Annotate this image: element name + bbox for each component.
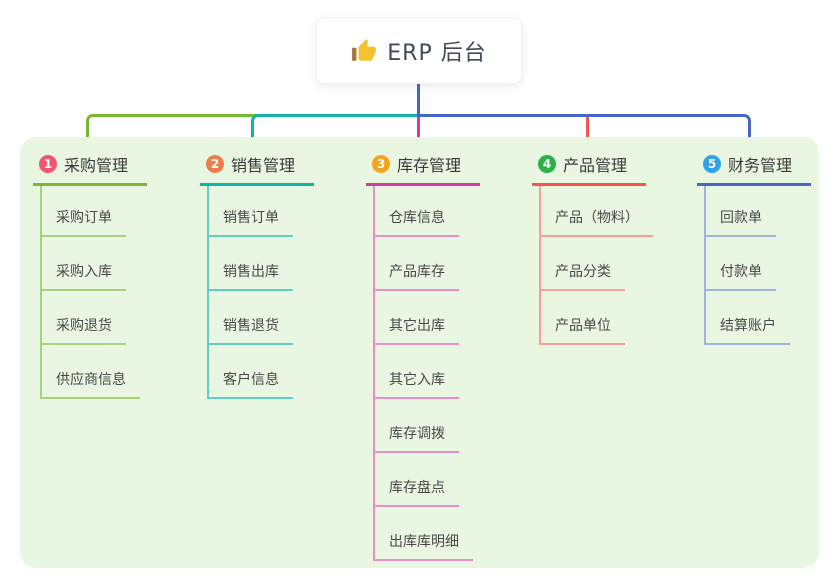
- child-node[interactable]: 销售出库: [207, 237, 293, 291]
- children-list: 采购订单 采购入库 采购退货 供应商信息: [40, 186, 140, 399]
- child-node[interactable]: 产品分类: [539, 237, 625, 291]
- branch-title[interactable]: 2 销售管理: [200, 146, 314, 186]
- child-node[interactable]: 仓库信息: [373, 186, 459, 237]
- branch-label: 财务管理: [728, 156, 793, 175]
- child-label: 回款单: [720, 210, 762, 226]
- child-label: 其它入库: [389, 372, 445, 388]
- child-label: 出库库明细: [389, 534, 459, 550]
- branch-title[interactable]: 1 采购管理: [33, 146, 147, 186]
- child-label: 产品（物料）: [555, 210, 639, 226]
- child-node[interactable]: 销售订单: [207, 186, 293, 237]
- child-label: 产品单位: [555, 318, 611, 334]
- child-label: 其它出库: [389, 318, 445, 334]
- connector-branch-3: [417, 114, 420, 150]
- child-node[interactable]: 结算账户: [704, 291, 790, 345]
- branch-2: 2 销售管理 销售订单 销售出库 销售退货 客户信息: [200, 146, 314, 399]
- branch-number-badge: 5: [703, 155, 721, 173]
- branch-number-badge: 2: [206, 155, 224, 173]
- branch-1: 1 采购管理 采购订单 采购入库 采购退货 供应商信息: [33, 146, 147, 399]
- child-label: 采购订单: [56, 210, 112, 226]
- mindmap-container: 1 采购管理 采购订单 采购入库 采购退货 供应商信息 2 销售管理 销售订单 …: [20, 137, 819, 568]
- child-node[interactable]: 产品（物料）: [539, 186, 653, 237]
- child-node[interactable]: 采购退货: [40, 291, 126, 345]
- children-list: 产品（物料） 产品分类 产品单位: [539, 186, 653, 345]
- child-label: 采购入库: [56, 264, 112, 280]
- branch-3: 3 库存管理 仓库信息 产品库存 其它出库 其它入库 库存调拨 库存盘点 出库库…: [366, 146, 480, 561]
- branch-label: 库存管理: [397, 156, 462, 175]
- child-label: 供应商信息: [56, 372, 126, 388]
- child-label: 销售退货: [223, 318, 279, 334]
- child-node[interactable]: 产品单位: [539, 291, 625, 345]
- root-node[interactable]: ERP 后台: [316, 17, 522, 84]
- children-list: 仓库信息 产品库存 其它出库 其它入库 库存调拨 库存盘点 出库库明细: [373, 186, 473, 561]
- child-label: 库存盘点: [389, 480, 445, 496]
- child-label: 结算账户: [720, 318, 776, 334]
- branch-number-badge: 1: [39, 155, 57, 173]
- root-connector-stem: [417, 84, 420, 116]
- branch-number-badge: 3: [372, 155, 390, 173]
- children-list: 回款单 付款单 结算账户: [704, 186, 790, 345]
- child-node[interactable]: 库存调拨: [373, 399, 459, 453]
- thumbs-up-icon: [352, 38, 377, 61]
- children-list: 销售订单 销售出库 销售退货 客户信息: [207, 186, 293, 399]
- child-label: 销售订单: [223, 210, 279, 226]
- child-label: 仓库信息: [389, 210, 445, 226]
- branch-label: 产品管理: [563, 156, 628, 175]
- child-label: 产品库存: [389, 264, 445, 280]
- branch-4: 4 产品管理 产品（物料） 产品分类 产品单位: [532, 146, 653, 345]
- branch-title[interactable]: 3 库存管理: [366, 146, 480, 186]
- connector-branch-5: [417, 114, 751, 150]
- child-node[interactable]: 其它入库: [373, 345, 459, 399]
- child-node[interactable]: 采购订单: [40, 186, 126, 237]
- child-node[interactable]: 出库库明细: [373, 507, 473, 561]
- child-label: 库存调拨: [389, 426, 445, 442]
- child-label: 客户信息: [223, 372, 279, 388]
- child-node[interactable]: 付款单: [704, 237, 776, 291]
- branch-title[interactable]: 4 产品管理: [532, 146, 646, 186]
- root-label: ERP 后台: [387, 40, 487, 66]
- branch-label: 销售管理: [231, 156, 296, 175]
- child-node[interactable]: 回款单: [704, 186, 776, 237]
- child-label: 付款单: [720, 264, 762, 280]
- connector-branch-2: [251, 114, 419, 148]
- connector-branch-4: [586, 114, 589, 150]
- branch-title[interactable]: 5 财务管理: [697, 146, 811, 186]
- child-node[interactable]: 库存盘点: [373, 453, 459, 507]
- child-node[interactable]: 产品库存: [373, 237, 459, 291]
- child-node[interactable]: 客户信息: [207, 345, 293, 399]
- branch-5: 5 财务管理 回款单 付款单 结算账户: [697, 146, 811, 345]
- child-node[interactable]: 供应商信息: [40, 345, 140, 399]
- child-node[interactable]: 采购入库: [40, 237, 126, 291]
- child-node[interactable]: 其它出库: [373, 291, 459, 345]
- child-label: 采购退货: [56, 318, 112, 334]
- branch-label: 采购管理: [64, 156, 129, 175]
- child-label: 销售出库: [223, 264, 279, 280]
- child-node[interactable]: 销售退货: [207, 291, 293, 345]
- child-label: 产品分类: [555, 264, 611, 280]
- branch-number-badge: 4: [538, 155, 556, 173]
